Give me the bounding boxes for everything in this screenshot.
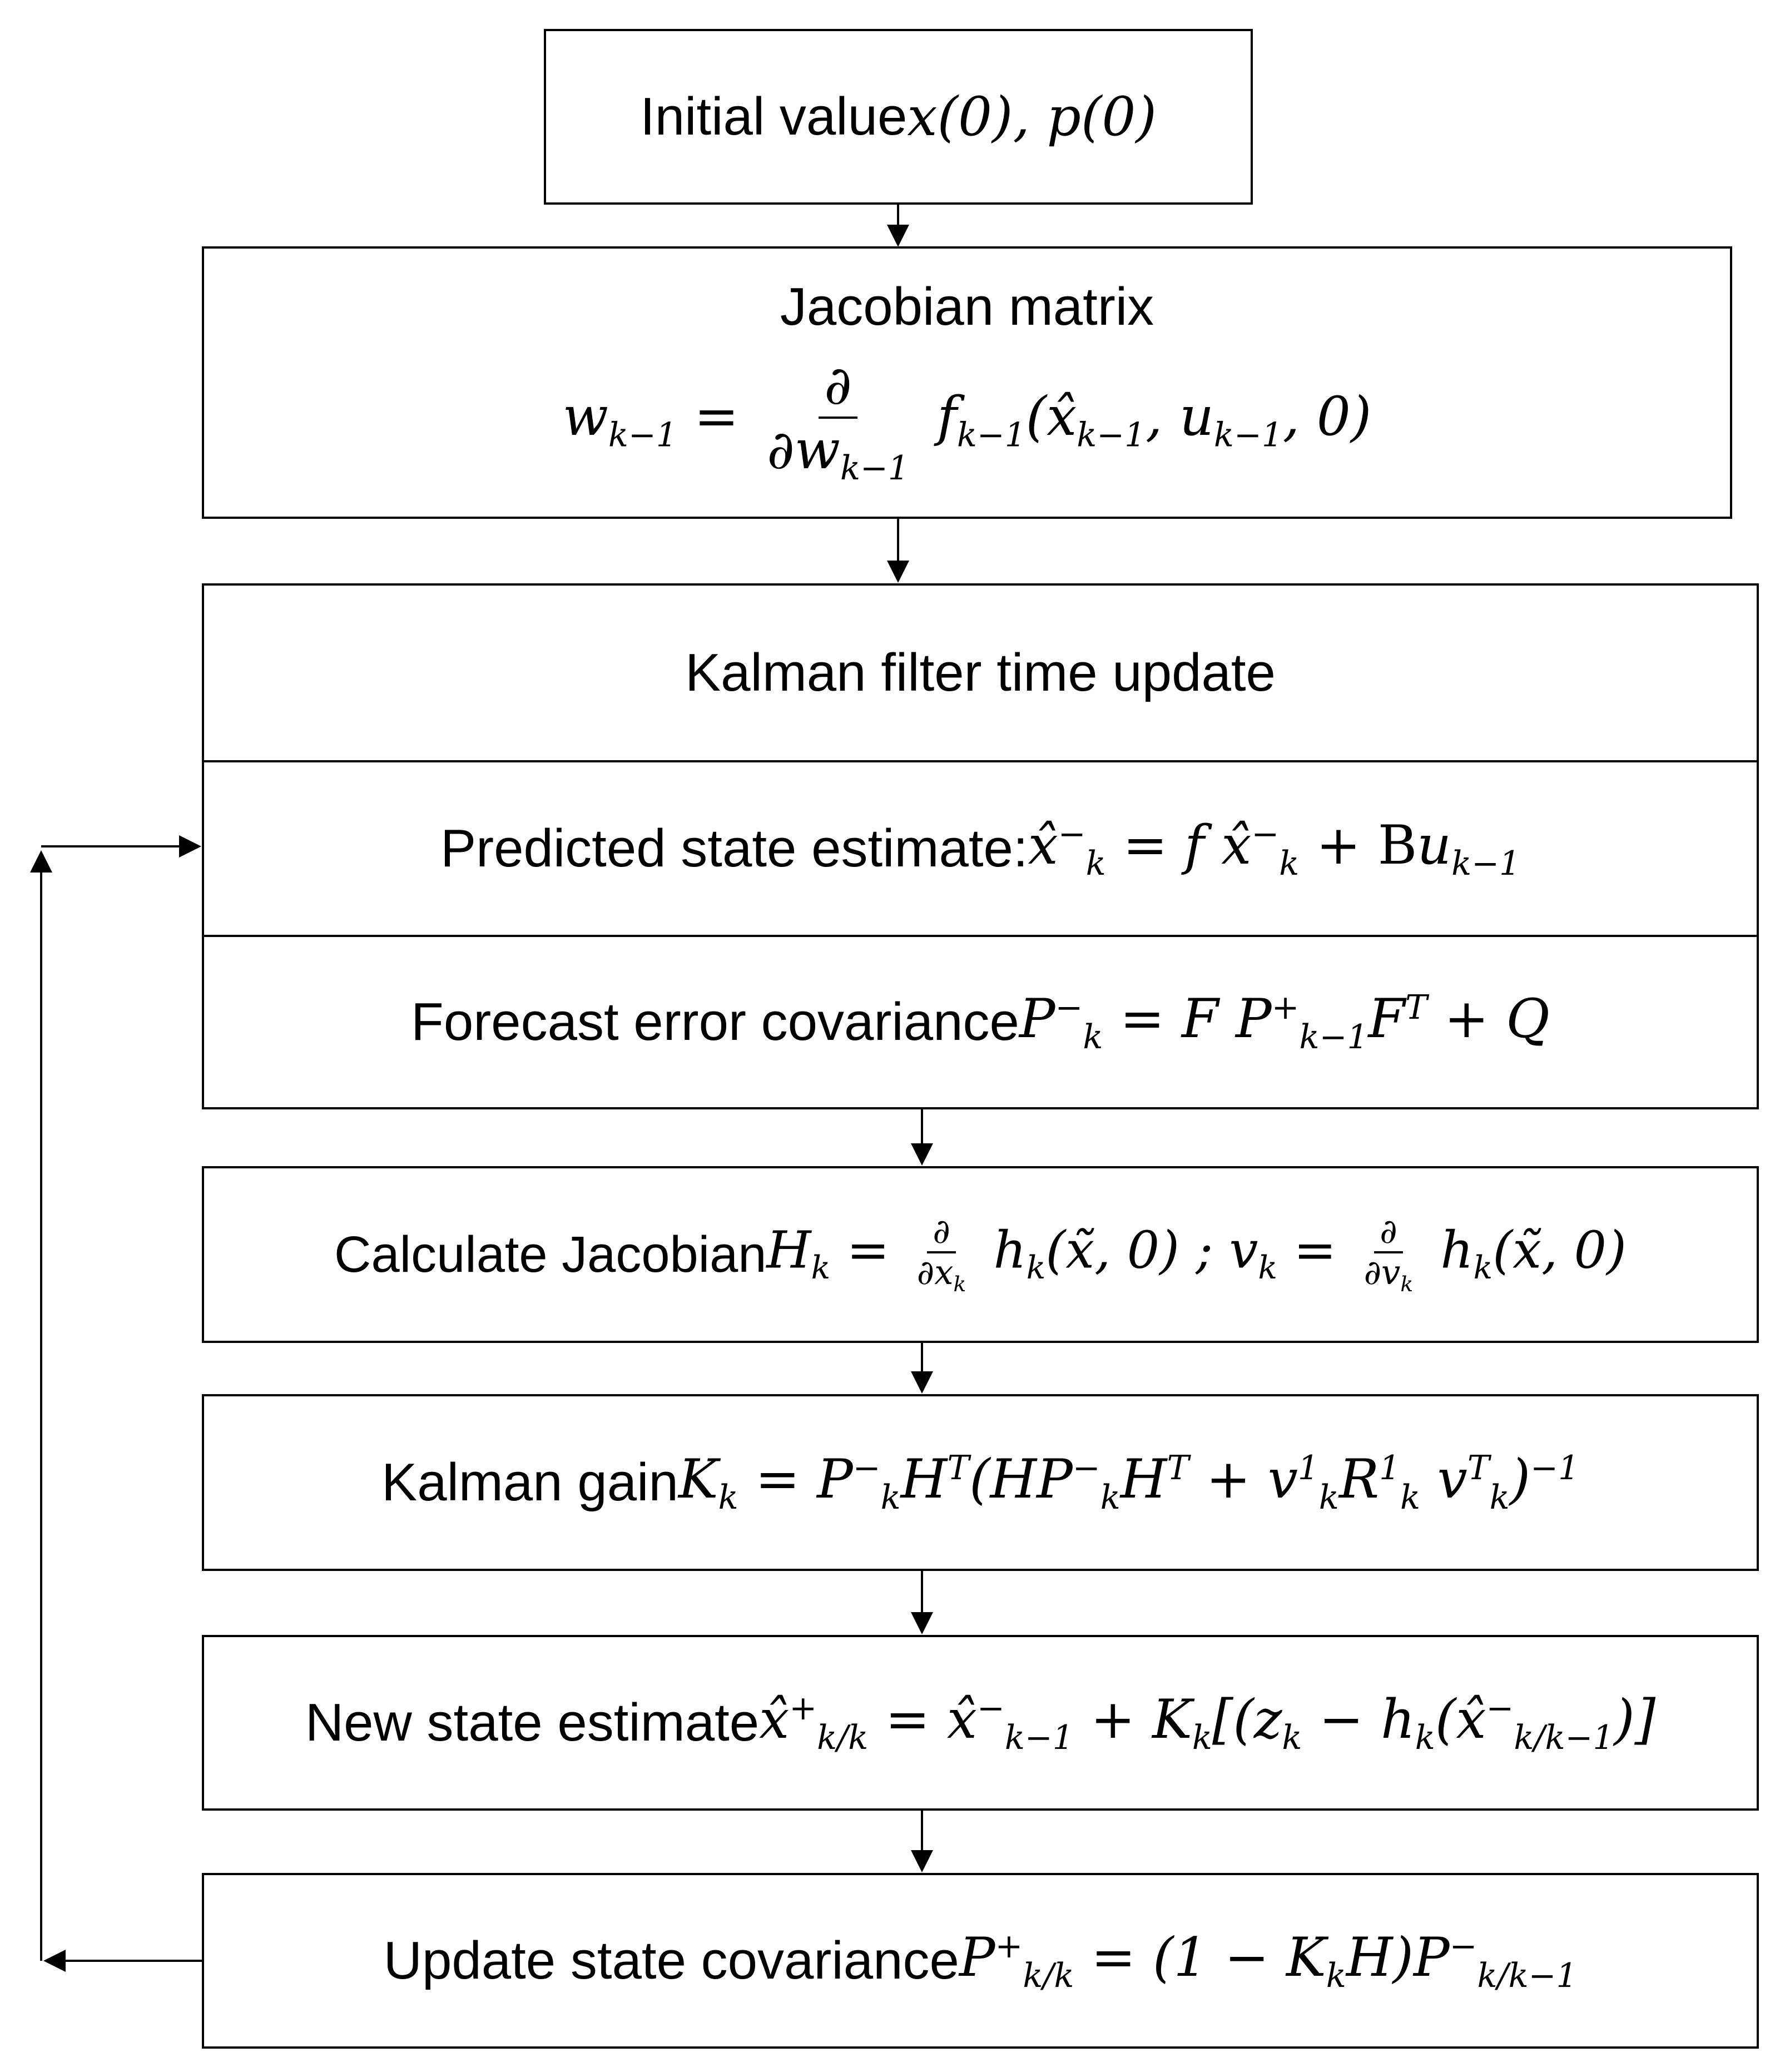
forecast-covariance-label: Forecast error covariance [411,992,1019,1052]
time-update-title: Kalman filter time update [685,643,1276,702]
initial-value-label: Initial value [640,87,908,146]
time-update-box: Kalman filter time update Predicted stat… [202,583,1759,1109]
kalman-gain-box: Kalman gain Kk = P−kHT(HP−kHT + v1kR1k v… [202,1394,1759,1571]
kalman-gain-formula: Kk = P−kHT(HP−kHT + v1kR1k vTk)−1 [678,1448,1579,1518]
calculate-jacobian-formula: Hk = ∂ ∂xk hk(x̃, 0) ; vk = ∂ ∂vk hk(x̃,… [766,1212,1627,1297]
initial-value-box: Initial value x(0), p(0) [544,29,1253,205]
calculate-jacobian-label: Calculate Jacobian [334,1226,767,1283]
initial-value-math: x(0), p(0) [907,86,1157,148]
jacobian-w-formula: wk−1 = ∂ ∂wk−1 fk−1(x̂k−1, uk−1, 0) [562,354,1372,488]
predicted-state-label: Predicted state estimate: [440,819,1028,878]
predicted-state-formula: x̂−k = f x̂−k + Buk−1 [1028,814,1520,884]
new-state-estimate-formula: x̂+k/k = x̂−k−1 + Kk[(zk − hk(x̂−k/k−1)] [759,1688,1656,1758]
new-state-estimate-box: New state estimate x̂+k/k = x̂−k−1 + Kk[… [202,1635,1759,1811]
calculate-jacobian-box: Calculate Jacobian Hk = ∂ ∂xk hk(x̃, 0) … [202,1166,1759,1343]
jacobian-matrix-box: Jacobian matrix wk−1 = ∂ ∂wk−1 fk−1(x̂k−… [202,246,1732,519]
forecast-covariance-formula: P−k = F P+k−1FT + Q [1019,987,1550,1057]
update-covariance-formula: P+k/k = (1 − KkH)P−k/k−1 [959,1926,1578,1996]
new-state-estimate-label: New state estimate [305,1693,760,1752]
time-update-divider-1 [204,760,1757,762]
time-update-divider-2 [204,935,1757,937]
jacobian-w-fraction: ∂ ∂wk−1 [767,354,909,488]
update-covariance-label: Update state covariance [383,1931,959,1990]
update-covariance-box: Update state covariance P+k/k = (1 − KkH… [202,1873,1759,2049]
jacobian-matrix-title: Jacobian matrix [780,277,1154,336]
kalman-gain-label: Kalman gain [381,1453,678,1512]
